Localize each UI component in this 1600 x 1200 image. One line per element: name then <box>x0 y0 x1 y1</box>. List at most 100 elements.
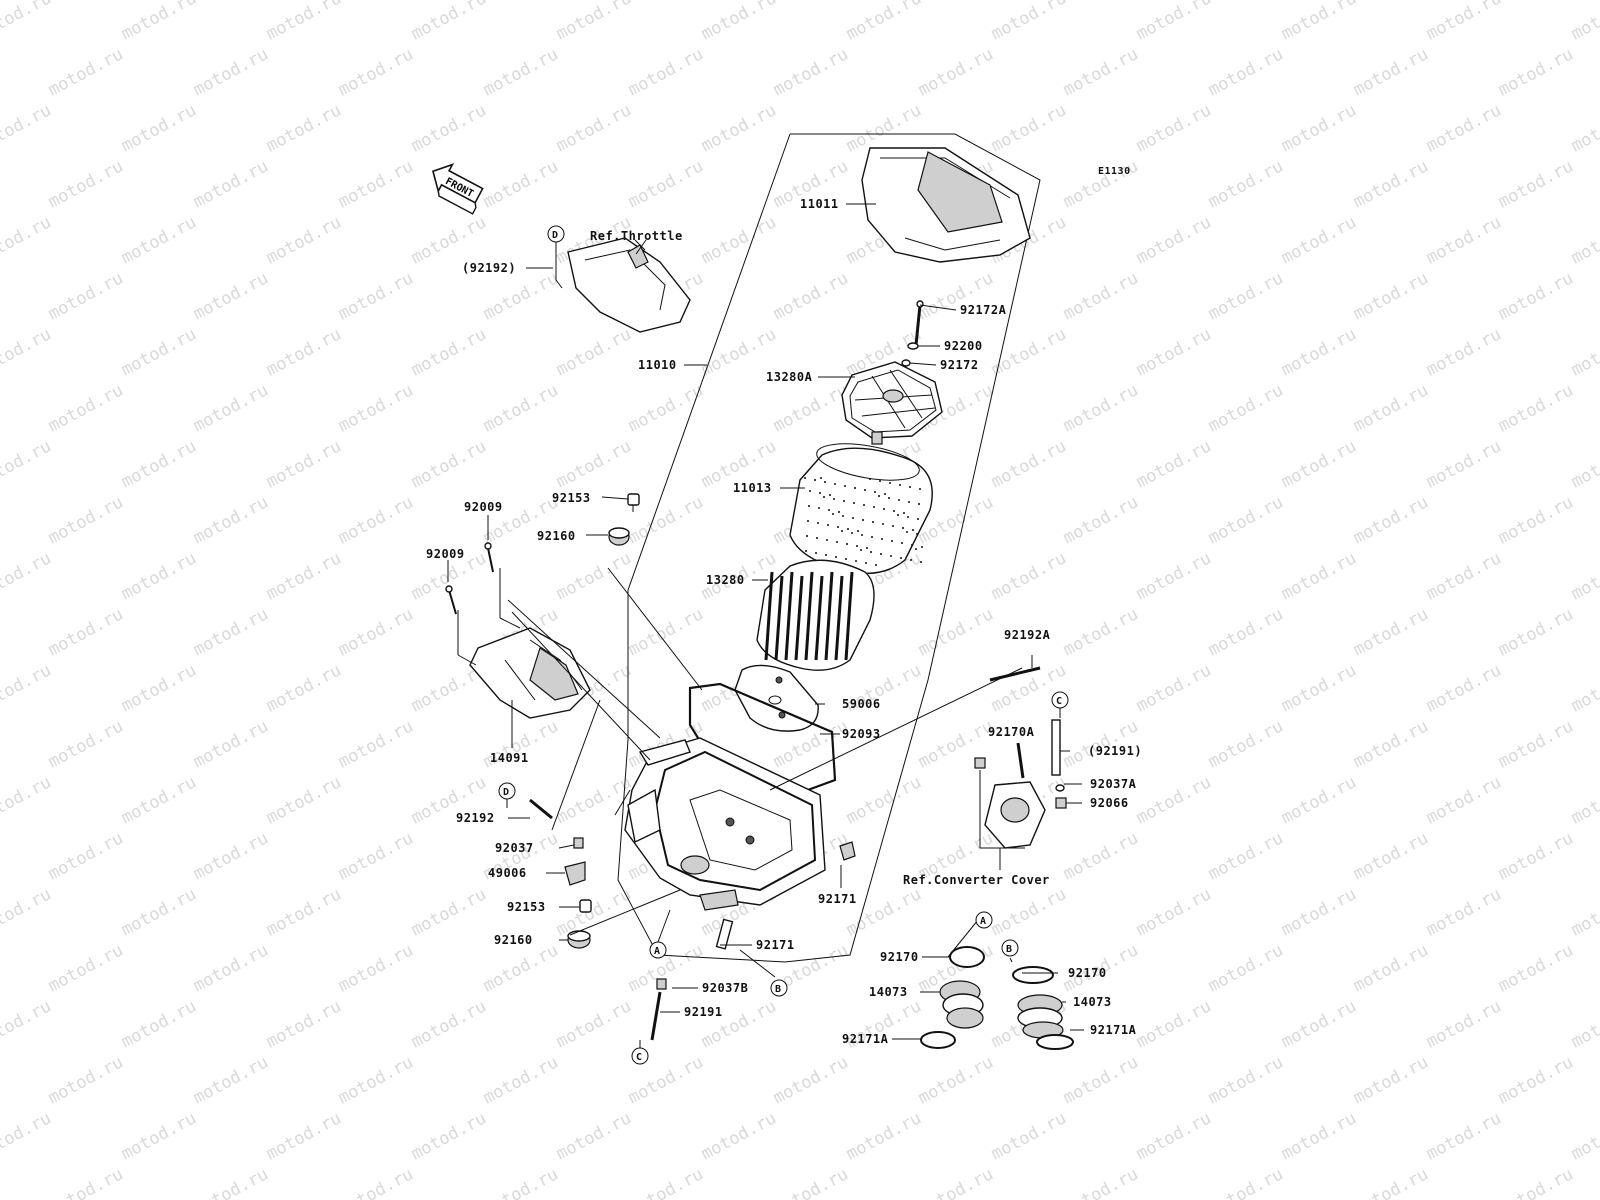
foam-dot <box>898 499 900 501</box>
foam-dot <box>908 501 910 503</box>
foam-dot <box>853 502 855 504</box>
watermark-text: motod.ru <box>1060 380 1142 436</box>
watermark-text: motod.ru <box>0 660 55 716</box>
watermark-text: motod.ru <box>1423 324 1505 380</box>
watermark-text: motod.ru <box>1495 716 1577 772</box>
watermark-text: motod.ru <box>1495 380 1577 436</box>
foam-dot <box>884 493 886 495</box>
watermark-text: motod.ru <box>335 828 417 884</box>
callout-92171-a: 92171 <box>818 892 857 906</box>
callout-11010: 11010 <box>638 358 677 372</box>
foam-dot <box>900 557 902 559</box>
marker-b-left: B <box>770 979 788 997</box>
callout-92191-paren: (92191) <box>1088 744 1142 758</box>
watermark-text: motod.ru <box>0 100 55 156</box>
foam-dot <box>865 562 867 564</box>
foam-dot <box>818 507 820 509</box>
foam-dot <box>827 524 829 526</box>
watermark-text: motod.ru <box>0 772 55 828</box>
foam-dot <box>892 525 894 527</box>
foam-dot <box>889 482 891 484</box>
svg-text:D: D <box>503 787 509 798</box>
watermark-text: motod.ru <box>1423 996 1505 1052</box>
side-duct <box>469 627 591 719</box>
watermark-text: motod.ru <box>118 100 200 156</box>
watermark-text: motod.ru <box>263 0 345 44</box>
filter-cage <box>756 559 875 671</box>
watermark-text: motod.ru <box>625 604 707 660</box>
foam-dot <box>880 553 882 555</box>
foam-dot <box>842 515 844 517</box>
watermark-text: motod.ru <box>190 604 272 660</box>
watermark-text: motod.ru <box>770 1052 852 1108</box>
watermark-text: motod.ru <box>988 0 1070 44</box>
foam-dot <box>837 526 839 528</box>
watermark-text: motod.ru <box>1495 604 1577 660</box>
watermark-text: motod.ru <box>335 1164 417 1200</box>
watermark-text: motod.ru <box>263 100 345 156</box>
watermark-text: motod.ru <box>1495 1164 1577 1200</box>
watermark-text: motod.ru <box>1060 492 1142 548</box>
watermark-text: motod.ru <box>1568 324 1600 380</box>
watermark-text: motod.ru <box>1568 212 1600 268</box>
watermark-text: motod.ru <box>1060 1164 1142 1200</box>
foam-dot <box>891 540 893 542</box>
foam-dot <box>901 542 903 544</box>
watermark-text: motod.ru <box>843 772 925 828</box>
cage-bar <box>784 571 794 661</box>
svg-text:B: B <box>1006 944 1012 955</box>
callout-92153-b: 92153 <box>507 900 546 914</box>
foam-dot <box>918 503 920 505</box>
watermark-text: motod.ru <box>408 100 490 156</box>
callout-92009-a: 92009 <box>464 500 503 514</box>
watermark-text: motod.ru <box>915 1052 997 1108</box>
watermark-text: motod.ru <box>553 884 635 940</box>
watermark-text: motod.ru <box>1278 996 1360 1052</box>
marker-c-bottom: C <box>631 1047 649 1065</box>
watermark-text: motod.ru <box>1060 268 1142 324</box>
marker-b-right: B <box>1001 939 1019 957</box>
watermark-text: motod.ru <box>698 0 780 44</box>
watermark-text: motod.ru <box>1060 604 1142 660</box>
watermark-text: motod.ru <box>1423 1108 1505 1164</box>
watermark-text: motod.ru <box>45 492 127 548</box>
cage-bar <box>844 571 854 661</box>
foam-dot <box>836 541 838 543</box>
callout-92170A: 92170A <box>988 725 1035 739</box>
watermark-text: motod.ru <box>335 716 417 772</box>
watermark-text: motod.ru <box>1205 1164 1287 1200</box>
foam-dot <box>843 500 845 502</box>
watermark-text: motod.ru <box>1205 1052 1287 1108</box>
foam-dot <box>921 546 923 548</box>
watermark-text: motod.ru <box>915 1164 997 1200</box>
watermark-text: motod.ru <box>0 996 55 1052</box>
callout-92009-b: 92009 <box>426 547 465 561</box>
watermark-text: motod.ru <box>698 100 780 156</box>
watermark-text: motod.ru <box>1568 996 1600 1052</box>
callout-92037: 92037 <box>495 841 534 855</box>
watermark-text: motod.ru <box>118 996 200 1052</box>
callout-92093: 92093 <box>842 727 881 741</box>
watermark-text: motod.ru <box>1205 828 1287 884</box>
foam-dot <box>826 539 828 541</box>
svg-text:A: A <box>980 916 986 927</box>
watermark-text: motod.ru <box>1495 268 1577 324</box>
converter-cover <box>974 742 1046 870</box>
watermark-text: motod.ru <box>480 1164 562 1200</box>
foam-dot <box>882 523 884 525</box>
foam-dot <box>847 528 849 530</box>
watermark-text: motod.ru <box>263 436 345 492</box>
callout-labels: 11011 92172A 92200 92172 13280A 11010 11… <box>426 197 1142 1046</box>
foam-dot <box>902 527 904 529</box>
watermark-text: motod.ru <box>1350 828 1432 884</box>
filter-cap <box>841 361 943 445</box>
watermark-text: motod.ru <box>45 268 127 324</box>
marker-a-left: A <box>649 941 667 959</box>
callout-92171A-b: 92171A <box>1090 1023 1137 1037</box>
svg-text:B: B <box>775 984 781 995</box>
foam-dot <box>845 558 847 560</box>
callout-92160-a: 92160 <box>537 529 576 543</box>
watermark-text: motod.ru <box>1278 772 1360 828</box>
cage-bar <box>804 571 814 661</box>
foam-dot <box>915 548 917 550</box>
